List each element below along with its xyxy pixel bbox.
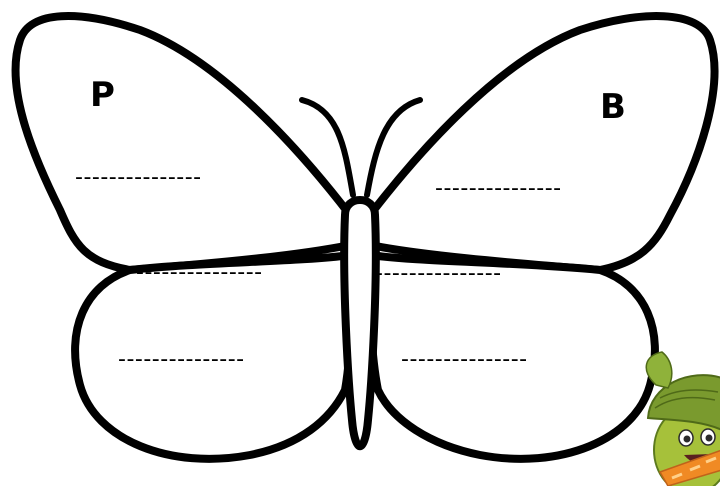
wing-letter-right: B xyxy=(600,87,626,127)
butterfly-abdomen xyxy=(344,200,376,446)
blank-line-lower-left[interactable]: --------------- xyxy=(118,347,245,372)
left-upper-wing xyxy=(16,16,350,270)
blank-line-middle-right[interactable]: --------------- xyxy=(375,261,502,286)
blank-line-upper-left[interactable]: --------------- xyxy=(75,165,202,190)
acorn-mascot-icon xyxy=(646,352,720,486)
right-upper-wing xyxy=(370,16,714,270)
butterfly-outline xyxy=(16,16,715,459)
blank-line-upper-right[interactable]: --------------- xyxy=(435,176,562,201)
blank-line-middle-left[interactable]: --------------- xyxy=(136,260,263,285)
wing-letter-left: P xyxy=(90,75,115,115)
blank-line-lower-right[interactable]: --------------- xyxy=(401,347,528,372)
